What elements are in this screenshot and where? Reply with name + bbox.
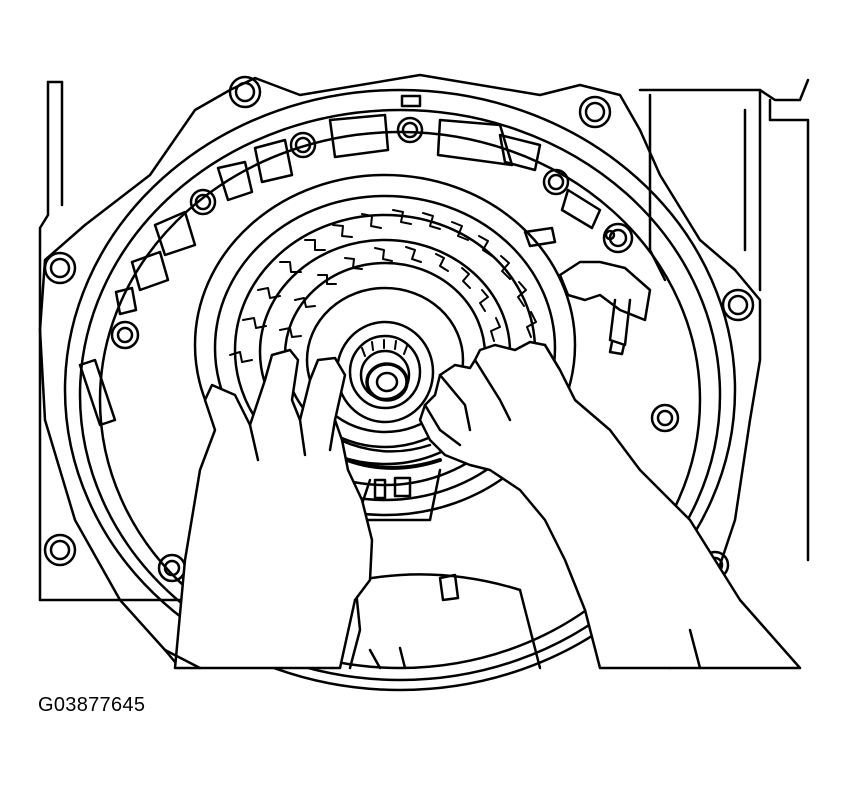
bolt-hole <box>604 229 616 241</box>
lower-drum <box>333 438 542 670</box>
bolt-hole <box>157 553 187 583</box>
case-ring-third <box>98 130 702 670</box>
bolt-hole <box>396 116 424 144</box>
left-housing-edge <box>38 80 182 602</box>
right-hand-detail <box>423 343 562 447</box>
left-hand-detail <box>248 418 337 462</box>
bolt-hole <box>650 403 680 433</box>
case-ring-inner <box>78 108 722 682</box>
dipstick-tube <box>608 298 632 356</box>
bolt-hole <box>43 251 77 285</box>
bolt-hole <box>189 188 217 216</box>
bolt-hole <box>578 95 612 129</box>
bolt-hole <box>721 288 755 322</box>
bolt-hole <box>110 320 140 350</box>
housing-flange-outline <box>38 73 762 670</box>
right-housing-edge <box>638 78 810 562</box>
right-upper-finger <box>558 260 652 322</box>
bolt-hole <box>289 131 317 159</box>
bolt-hole <box>228 75 262 109</box>
bolt-hole <box>602 222 634 254</box>
input-shaft <box>335 320 435 424</box>
bolt-holes <box>43 75 755 583</box>
case-ring-outer <box>63 88 737 692</box>
figure-code: G03877645 <box>38 694 146 716</box>
outer-clutch-splines <box>229 209 537 363</box>
bolt-hole <box>542 168 570 196</box>
fluid-passages <box>78 94 602 427</box>
flange-bottom-lines <box>163 628 702 670</box>
bolt-hole <box>43 533 77 567</box>
right-hand <box>418 340 802 670</box>
